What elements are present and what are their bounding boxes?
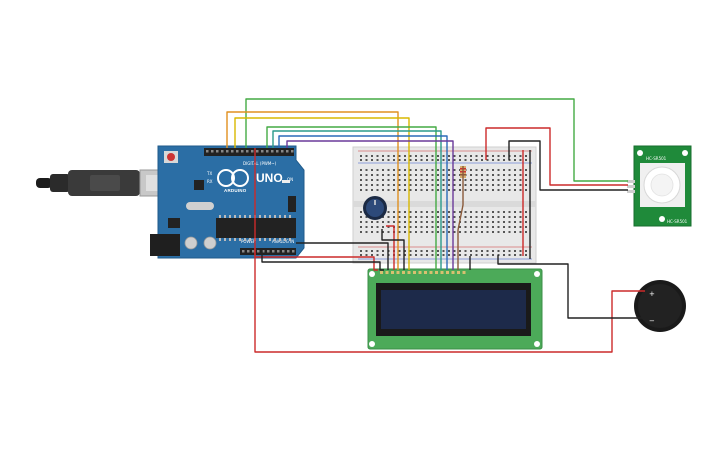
wire — [278, 135, 448, 270]
wire — [254, 248, 378, 271]
wire — [272, 130, 442, 270]
power-header-label: POWER — [241, 239, 256, 244]
pir-motion-sensor: HC-SR501 HC-SR501 — [627, 145, 692, 227]
wire — [234, 117, 410, 175]
wire — [254, 148, 645, 353]
tx-led-label: TX — [206, 171, 212, 176]
buzzer-minus-label: − — [649, 317, 655, 325]
rx-led-label: RX — [207, 179, 213, 184]
wire — [286, 140, 454, 270]
arduino-brand-label: ARDUINO — [224, 188, 247, 193]
pir-label-bottom: HC-SR501 — [667, 219, 688, 224]
reset-button — [167, 153, 175, 161]
wires — [226, 98, 645, 353]
on-led-label: ON — [287, 177, 293, 182]
wire — [245, 98, 628, 182]
potentiometer — [363, 196, 387, 220]
arduino-uno-board: UNO ARDUINO DIGITAL (PWM~) POWER ANALOG … — [150, 145, 305, 259]
wire — [226, 111, 399, 185]
wire — [497, 255, 645, 319]
pir-label-top: HC-SR501 — [646, 156, 667, 161]
lcd-display — [367, 268, 543, 350]
wire — [266, 126, 437, 270]
wire — [485, 127, 628, 186]
arduino-logo-icon — [217, 169, 235, 187]
digital-header — [204, 148, 294, 156]
analog-header-label: ANALOG IN — [272, 239, 294, 244]
wire — [386, 225, 395, 270]
wire — [508, 140, 628, 191]
piezo-buzzer: + − — [634, 280, 686, 332]
wire — [296, 242, 389, 270]
digital-header-label: DIGITAL (PWM~) — [243, 161, 277, 166]
buzzer-plus-label: + — [649, 290, 655, 298]
atmega-chip — [216, 218, 296, 238]
usb-cable — [36, 169, 169, 197]
wire — [381, 229, 405, 270]
arduino-model-label: UNO — [256, 171, 283, 185]
wire — [261, 248, 384, 271]
lcd-screen — [381, 290, 526, 329]
wire — [457, 166, 464, 270]
power-jack — [150, 234, 180, 256]
